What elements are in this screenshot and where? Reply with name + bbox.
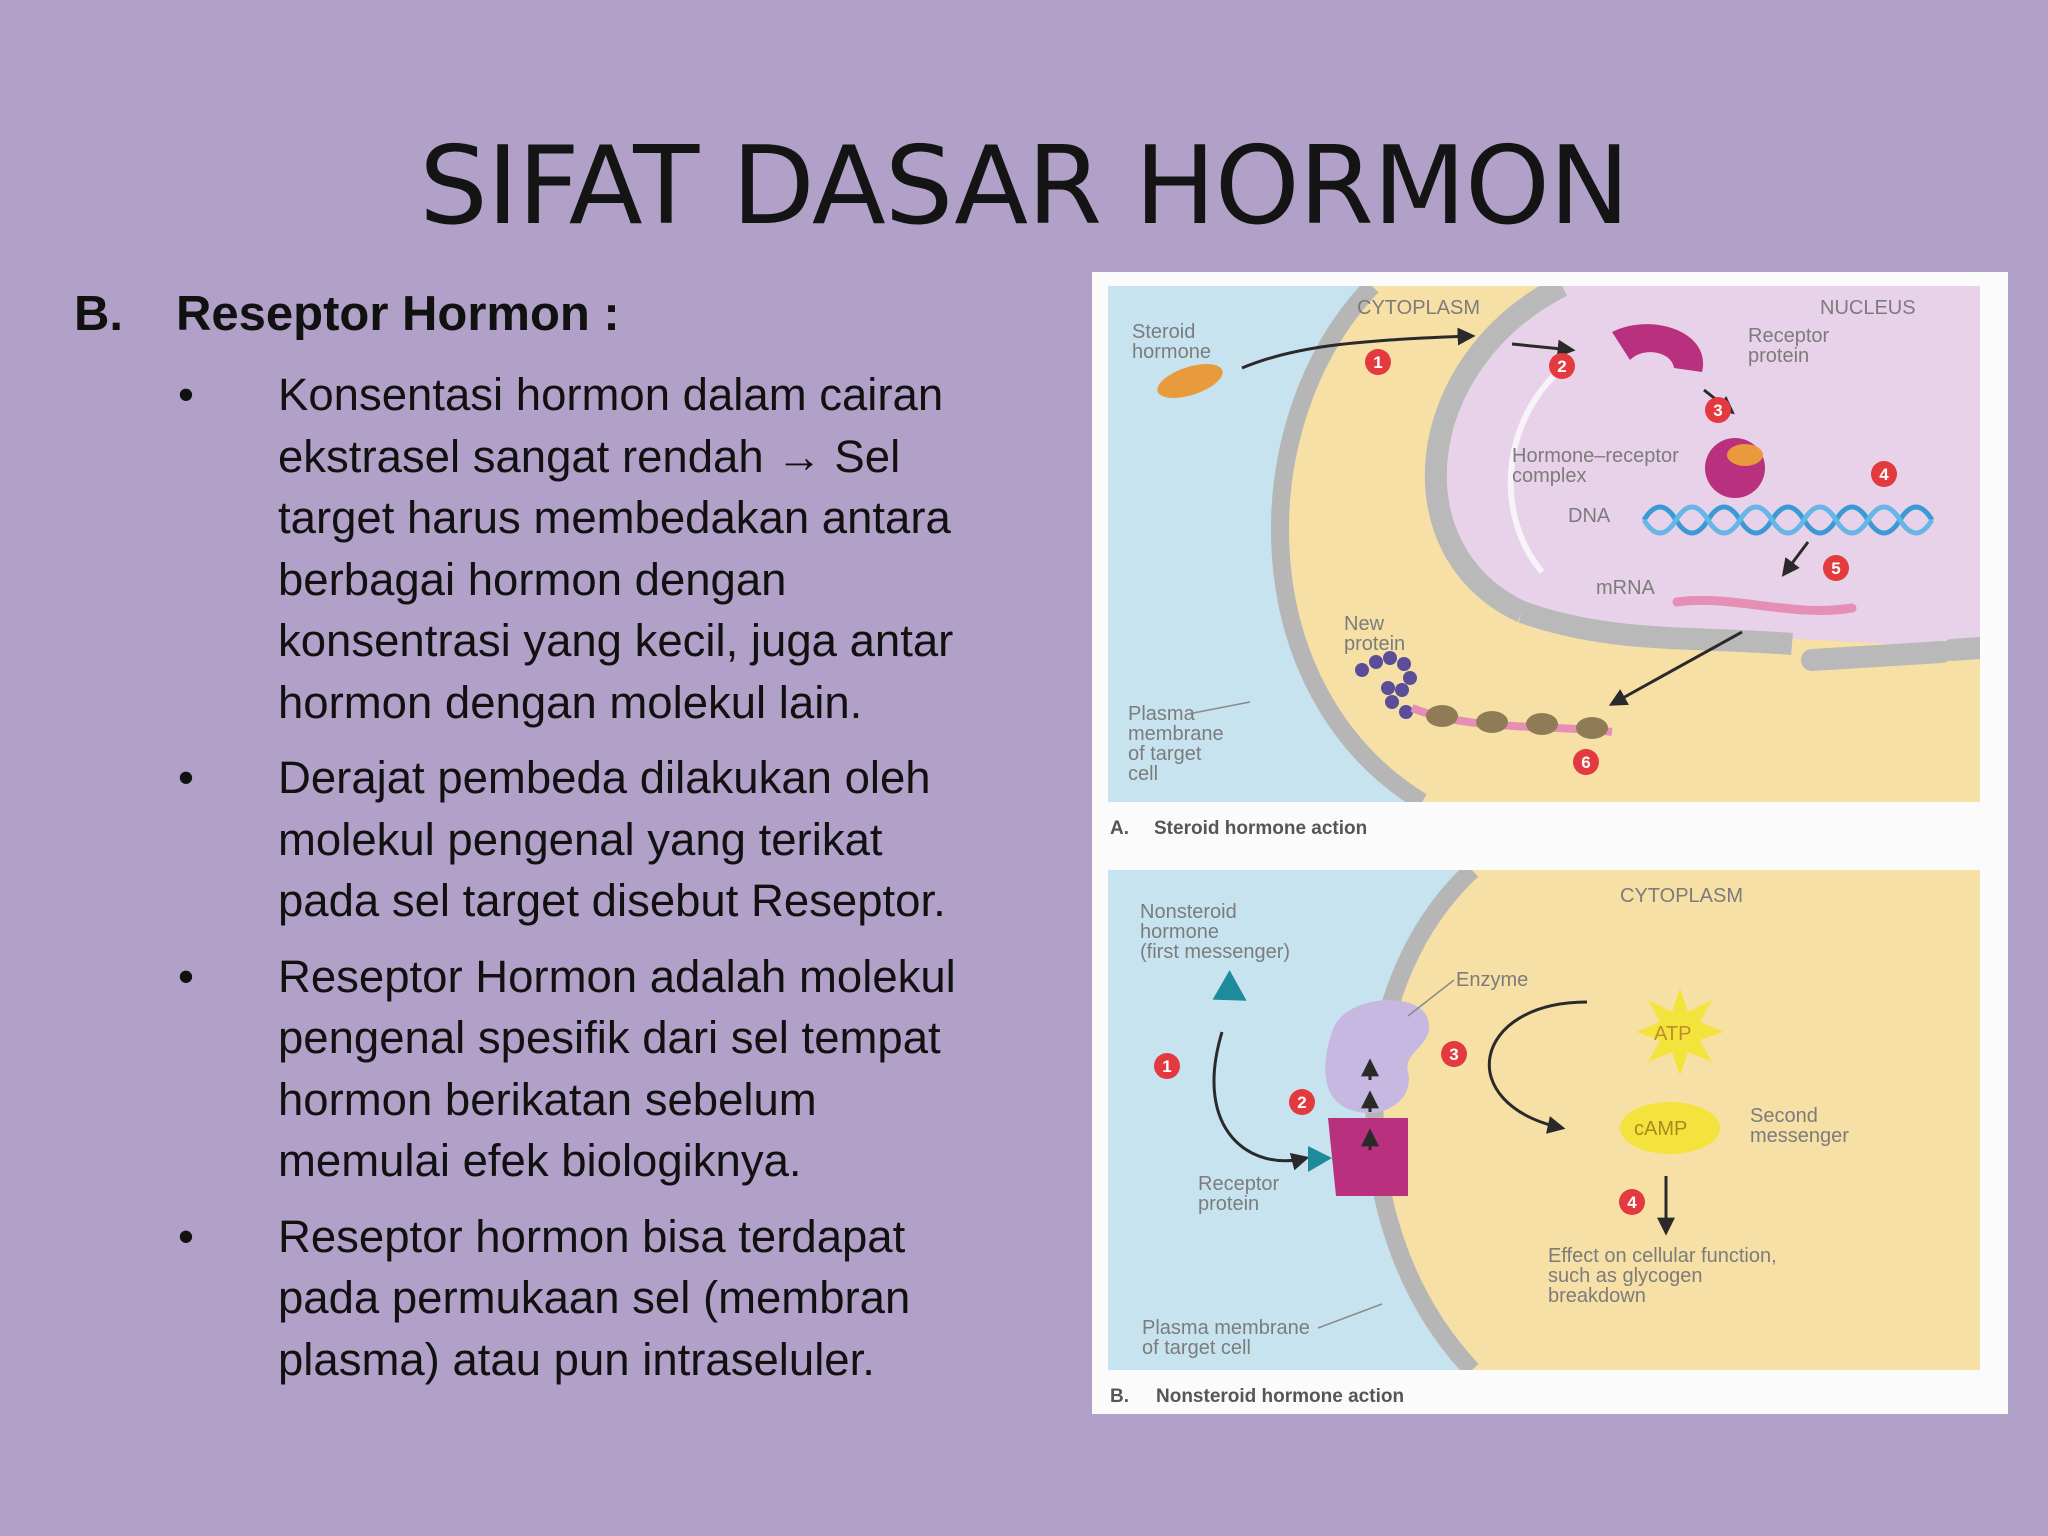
slide-title: SIFAT DASAR HORMON <box>419 124 1630 249</box>
dna-helix-strand-2 <box>1641 504 1935 536</box>
bullet-line: Reseptor Hormon adalah molekul <box>278 950 956 1002</box>
atp-burst-shape <box>1636 988 1724 1076</box>
plasma-membrane-label-b: Plasma membrane <box>1142 1317 1310 1339</box>
receptor-protein-b-shape <box>1328 1118 1408 1196</box>
effect-label: Effect on cellular function, <box>1548 1245 1777 1267</box>
panel-b-nonsteroid-action: CYTOPLASM Nonsteroid hormone (first mess… <box>1108 870 1980 1407</box>
receptor-protein-b-label: Receptor <box>1198 1173 1279 1195</box>
receptor-protein-label: Receptor <box>1748 325 1829 347</box>
svg-text:of target: of target <box>1128 743 1202 765</box>
plasma-membrane-label-a: Plasma <box>1128 703 1196 725</box>
nuclear-envelope <box>1424 286 1567 622</box>
nonsteroid-hormone-shape <box>1212 970 1247 1001</box>
svg-text:protein: protein <box>1198 1193 1259 1215</box>
svg-text:hormone: hormone <box>1132 341 1211 363</box>
svg-text:such as glycogen: such as glycogen <box>1548 1265 1703 1287</box>
arrow-atp-to-camp <box>1487 1000 1588 1134</box>
receptor-protein-shape <box>1612 324 1704 372</box>
bullet-line: Derajat pembeda dilakukan oleh <box>278 752 931 803</box>
panel-b-caption-letter: B. <box>1110 1386 1129 1407</box>
complex-label: Hormone–receptor <box>1512 445 1679 467</box>
svg-text:1: 1 <box>1373 353 1382 372</box>
enzyme-label: Enzyme <box>1456 969 1528 991</box>
mrna-strand <box>1672 595 1857 615</box>
svg-text:4: 4 <box>1879 465 1889 484</box>
bullet-line: konsentrasi yang kecil, juga antar <box>278 615 954 666</box>
steroid-hormone-shape <box>1157 364 1223 398</box>
bullet-item: • Derajat pembeda dilakukan oleh molekul p… <box>174 747 1074 932</box>
bullet-line: hormon dengan molekul lain. <box>278 676 863 728</box>
bullet-line: berbagai hormon dengan <box>278 553 787 605</box>
bullet-marker: • <box>178 950 194 1002</box>
bullet-item: • Reseptor hormon bisa terdapat pada permu… <box>174 1206 1074 1391</box>
bullet-line: molekul pengenal yang terikat <box>278 813 883 865</box>
bullet-line: hormon berikatan sebelum <box>278 1073 817 1125</box>
svg-text:6: 6 <box>1581 753 1590 772</box>
svg-text:of target cell: of target cell <box>1142 1337 1251 1359</box>
section-heading: B. Reseptor Hormon : <box>74 286 620 342</box>
svg-text:4: 4 <box>1627 1193 1637 1212</box>
svg-text:messenger: messenger <box>1750 1125 1849 1147</box>
svg-text:2: 2 <box>1297 1093 1306 1112</box>
camp-label: cAMP <box>1634 1118 1687 1140</box>
svg-text:protein: protein <box>1344 633 1405 655</box>
svg-text:membrane: membrane <box>1128 723 1224 745</box>
new-protein-chain <box>1355 651 1417 719</box>
bullet-line: pada sel target disebut Reseptor. <box>278 875 946 926</box>
bullet-list: • Konsentasi hormon dalam cairan ekstrasel… <box>174 364 1074 1404</box>
bullet-marker: • <box>178 752 194 803</box>
svg-text:hormone: hormone <box>1140 921 1219 943</box>
plasma-membrane-b <box>1365 870 1479 1370</box>
nonsteroid-hormone-label: Nonsteroid <box>1140 901 1237 923</box>
bullet-item: • Konsentasi hormon dalam cairan ekstrasel… <box>174 364 1074 733</box>
ribosomes <box>1426 705 1608 739</box>
hormone-diagram: CYTOPLASM NUCLEUS Steroid hormone Recept… <box>1108 286 1980 1407</box>
plasma-membrane-a <box>1270 286 1427 802</box>
bullet-line: Konsentasi hormon dalam cairan <box>278 369 944 420</box>
bullet-line: plasma) atau pun intraseluler. <box>278 1333 875 1385</box>
arrow-hormone-binding <box>1212 1031 1310 1171</box>
bullet-item: • Reseptor Hormon adalah molekul pengenal … <box>174 946 1074 1192</box>
bullet-line: ekstrasel sangat rendah → Sel <box>278 430 901 482</box>
bullet-line: pengenal spesifik dari sel tempat <box>278 1012 941 1063</box>
panel-a-caption: Steroid hormone action <box>1154 818 1367 839</box>
cytoplasm-label-b: CYTOPLASM <box>1620 885 1743 907</box>
second-messenger-label: Second <box>1750 1105 1818 1127</box>
mrna-label: mRNA <box>1596 577 1656 599</box>
svg-text:protein: protein <box>1748 345 1809 367</box>
step-markers-b: 1 2 3 4 <box>1154 1041 1645 1215</box>
svg-text:2: 2 <box>1557 357 1566 376</box>
section-title: Reseptor Hormon : <box>176 287 620 341</box>
panel-a-steroid-action: CYTOPLASM NUCLEUS Steroid hormone Recept… <box>1108 286 1980 839</box>
bullet-line: Reseptor hormon bisa terdapat <box>278 1210 906 1262</box>
svg-text:complex: complex <box>1512 465 1586 487</box>
hormone-action-figure: CYTOPLASM NUCLEUS Steroid hormone Recept… <box>1092 272 2008 1414</box>
dna-helix-strand-1 <box>1641 504 1935 536</box>
new-protein-label: New <box>1344 613 1385 635</box>
svg-text:3: 3 <box>1713 401 1722 420</box>
nucleus-label: NUCLEUS <box>1820 297 1916 319</box>
section-letter: B. <box>74 287 123 341</box>
dna-label: DNA <box>1568 505 1611 527</box>
svg-text:3: 3 <box>1449 1045 1458 1064</box>
step-markers-a: 1 2 3 4 5 6 <box>1365 349 1897 775</box>
steroid-hormone-label: Steroid <box>1132 321 1195 343</box>
svg-text:1: 1 <box>1162 1057 1171 1076</box>
svg-text:breakdown: breakdown <box>1548 1285 1646 1307</box>
panel-a-caption-letter: A. <box>1110 818 1129 839</box>
bullet-line: memulai efek biologiknya. <box>278 1135 802 1186</box>
camp-shape <box>1620 1102 1720 1154</box>
bullet-line: pada permukaan sel (membran <box>278 1272 911 1323</box>
enzyme-shape <box>1325 1000 1430 1113</box>
bullet-marker: • <box>178 1210 194 1262</box>
svg-text:(first messenger): (first messenger) <box>1140 941 1290 963</box>
svg-text:cell: cell <box>1128 763 1158 785</box>
atp-label: ATP <box>1654 1023 1691 1045</box>
svg-text:5: 5 <box>1831 559 1840 578</box>
cytoplasm-label-a: CYTOPLASM <box>1357 297 1480 319</box>
bullet-line: target harus membedakan antara <box>278 492 951 543</box>
panel-b-caption: Nonsteroid hormone action <box>1156 1386 1404 1407</box>
bullet-marker: • <box>178 369 194 420</box>
arrow-hormone-entry <box>1241 327 1476 370</box>
